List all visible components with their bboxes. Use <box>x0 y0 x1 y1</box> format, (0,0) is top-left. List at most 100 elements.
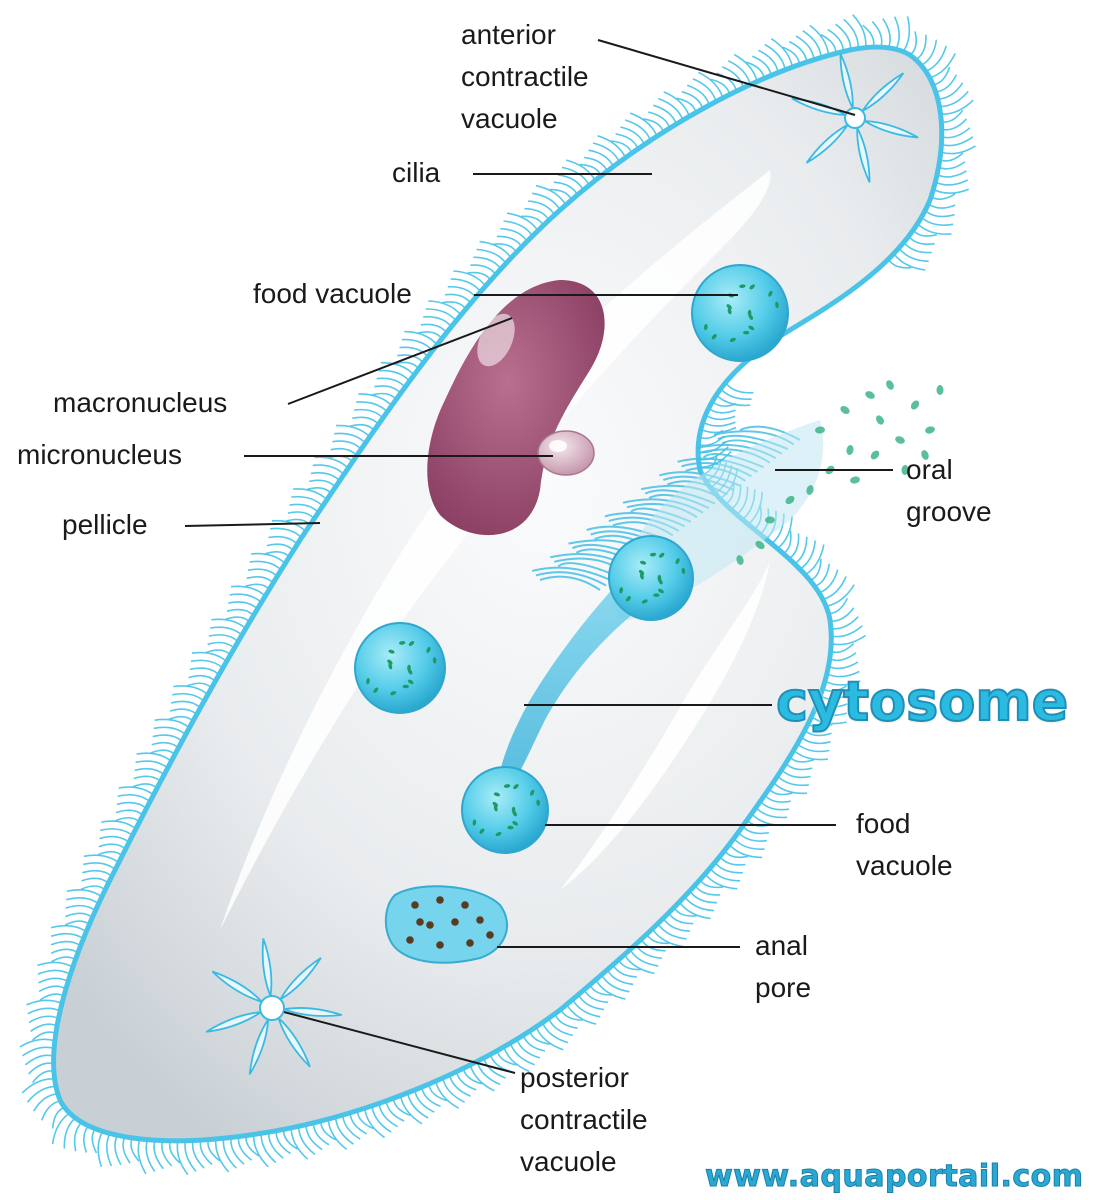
cilium <box>101 820 137 830</box>
cilium <box>941 109 964 123</box>
cilium <box>172 692 205 702</box>
cilium <box>814 709 848 717</box>
label-anal-pore: anal pore <box>755 925 811 1009</box>
vacuole-particle <box>493 792 501 797</box>
cilium <box>97 1130 104 1167</box>
vacuole-particle <box>638 569 645 576</box>
cilium <box>399 1095 423 1125</box>
macronucleus-shape <box>427 280 605 536</box>
cilium <box>927 203 956 209</box>
cilium <box>941 118 968 131</box>
cilium <box>902 16 911 53</box>
radial-canal <box>248 1016 270 1075</box>
cilium <box>229 593 262 604</box>
vacuole-particle <box>503 784 511 788</box>
vacuole-particle <box>619 587 623 594</box>
cilium <box>709 867 741 882</box>
label-line: pore <box>755 972 812 1003</box>
cilium <box>21 1078 55 1094</box>
cilium <box>176 1140 189 1176</box>
cilium <box>597 135 627 159</box>
cilium <box>189 667 220 676</box>
waste-particle <box>416 918 424 926</box>
cilium <box>291 495 324 507</box>
cilium <box>781 769 811 779</box>
radial-canal <box>211 970 265 1004</box>
cilium <box>804 544 825 576</box>
cilium <box>50 940 82 947</box>
cilium <box>811 716 847 725</box>
label-line: anal <box>755 930 808 961</box>
cilium <box>825 584 855 608</box>
label-line: contractile <box>461 61 589 92</box>
vacuole-particle <box>530 789 535 796</box>
cilium <box>830 607 855 622</box>
cilium <box>651 928 684 948</box>
cilium <box>352 416 380 425</box>
radial-canal <box>839 53 854 109</box>
cilium <box>920 216 954 226</box>
cilium <box>374 385 402 394</box>
label-line: oral <box>906 454 953 485</box>
cilium <box>50 932 84 940</box>
label-macronucleus: macronucleus <box>53 387 228 418</box>
cilium <box>118 786 154 796</box>
cilium <box>450 278 482 293</box>
cilium <box>624 119 652 141</box>
cilium <box>776 516 793 550</box>
cilium <box>252 1134 269 1168</box>
cilium <box>715 394 751 407</box>
label-line: posterior <box>520 1062 629 1093</box>
cilium <box>225 616 251 623</box>
cilium <box>98 843 127 850</box>
cilium <box>37 961 74 968</box>
vacuole-particle <box>625 596 631 602</box>
vacuole-particle <box>387 659 393 665</box>
cilium <box>209 626 243 636</box>
cilium <box>151 741 180 749</box>
cilium <box>38 977 69 984</box>
cilium <box>358 393 393 407</box>
cilium <box>30 1023 58 1032</box>
cilium <box>503 220 534 237</box>
cilium <box>83 854 120 864</box>
label-micronucleus: micronucleus <box>17 439 182 470</box>
cilium <box>81 877 110 884</box>
label-posterior-contractile-vacuole: posterior contractile vacuole <box>520 1057 648 1183</box>
cilium <box>441 1077 465 1103</box>
cilium <box>479 240 512 259</box>
cilium <box>708 407 736 414</box>
vacuole-particle <box>388 663 393 670</box>
cilium <box>939 90 969 108</box>
vacuole-particle <box>407 668 413 675</box>
vacuole-particle <box>675 558 680 565</box>
cilium <box>700 426 737 434</box>
cilium <box>915 34 927 61</box>
cilium <box>211 618 247 630</box>
cilium <box>772 781 808 795</box>
cilium <box>152 734 183 742</box>
cilium <box>380 361 415 376</box>
radial-canal <box>805 124 849 164</box>
cilium <box>828 661 859 670</box>
cilium <box>115 809 144 816</box>
cilium <box>154 718 190 729</box>
cilium <box>64 920 90 926</box>
leader-pellicle <box>184 522 321 527</box>
label-pellicle: pellicle <box>62 509 148 540</box>
cilium <box>208 634 239 643</box>
food-particle <box>936 385 944 395</box>
cilium <box>312 464 345 476</box>
vacuole-particle <box>407 679 414 685</box>
leader-posterior-contractile-vacuole <box>283 1011 516 1074</box>
cilium <box>308 479 336 488</box>
waste-particle <box>486 931 494 939</box>
cilium <box>663 91 691 117</box>
food-particle <box>901 465 909 475</box>
cilium <box>698 71 724 99</box>
cilium <box>469 1064 495 1092</box>
cilium <box>406 1092 429 1119</box>
cilium <box>80 885 106 891</box>
food-vacuole-circle <box>461 766 549 854</box>
